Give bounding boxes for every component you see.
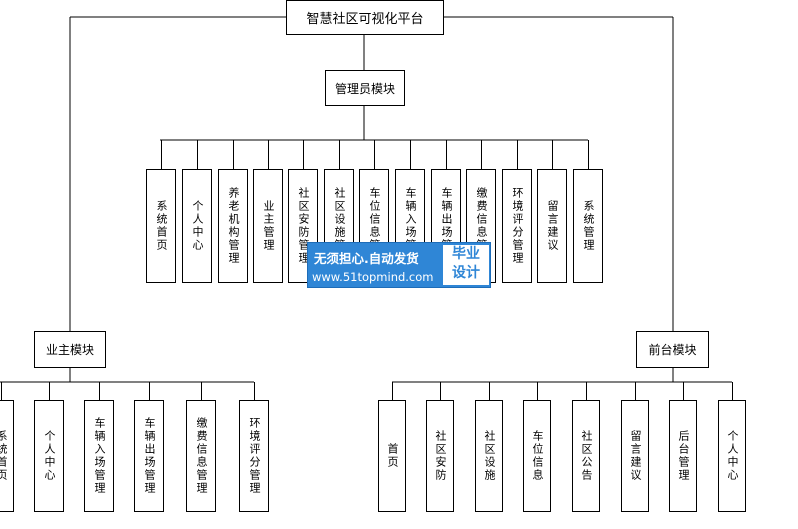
- admin-child: 业主管理: [253, 169, 283, 283]
- watermark-banner[interactable]: 无须担心.自动发货 www.51topmind.com 毕业 设计: [307, 242, 491, 288]
- root-node: 智慧社区可视化平台: [286, 0, 444, 35]
- front-child: 社区安防: [426, 400, 454, 512]
- owner-module-node: 业主模块: [34, 331, 106, 368]
- admin-child: 个人中心: [182, 169, 212, 283]
- admin-child: 留言建议: [537, 169, 567, 283]
- front-module-node: 前台模块: [636, 331, 709, 368]
- watermark-badge: 毕业 设计: [443, 245, 489, 285]
- front-child: 首页: [378, 400, 406, 512]
- admin-child: 系统管理: [573, 169, 603, 283]
- owner-module-label: 业主模块: [45, 343, 94, 357]
- owner-child: 车辆入场管理: [84, 400, 114, 512]
- front-child: 个人中心: [718, 400, 746, 512]
- admin-child: 环境评分管理: [502, 169, 532, 283]
- front-child: 后台管理: [669, 400, 697, 512]
- admin-module-node: 管理员模块: [325, 70, 405, 106]
- front-child: 社区公告: [572, 400, 600, 512]
- watermark-badge-bottom: 设计: [452, 265, 480, 281]
- front-child: 留言建议: [621, 400, 649, 512]
- watermark-badge-top: 毕业: [452, 246, 480, 262]
- owner-child: 系统首页: [0, 400, 14, 512]
- admin-module-label: 管理员模块: [334, 81, 395, 96]
- owner-child: 环境评分管理: [239, 400, 269, 512]
- front-child: 车位信息: [523, 400, 551, 512]
- admin-child: 系统首页: [146, 169, 176, 283]
- owner-child: 缴费信息管理: [186, 400, 216, 512]
- root-label: 智慧社区可视化平台: [306, 12, 424, 27]
- owner-child: 个人中心: [34, 400, 64, 512]
- admin-child: 养老机构管理: [218, 169, 248, 283]
- watermark-slogan: 无须担心.自动发货: [314, 251, 419, 266]
- front-module-label: 前台模块: [648, 343, 697, 357]
- watermark-url[interactable]: www.51topmind.com: [312, 270, 434, 284]
- owner-child: 车辆出场管理: [134, 400, 164, 512]
- front-child: 社区设施: [475, 400, 503, 512]
